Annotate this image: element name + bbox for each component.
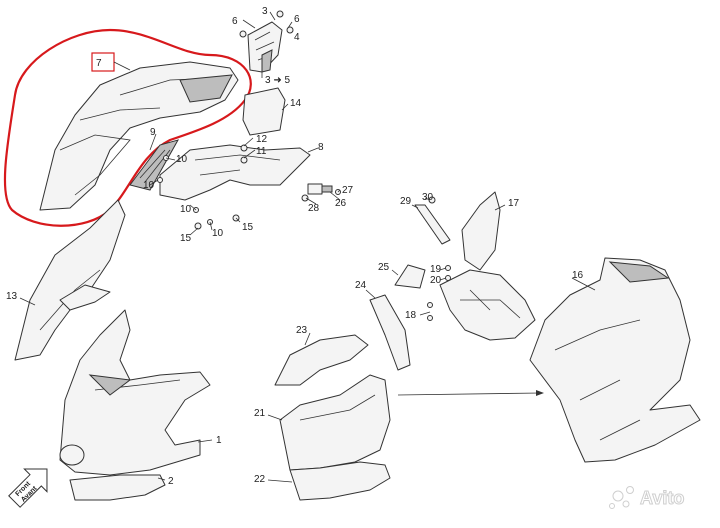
- avito-watermark: Avito: [609, 486, 685, 509]
- part-13-side-panel[interactable]: [14, 199, 126, 361]
- callout-28: 28: [308, 203, 320, 214]
- part-7-highlight-outline: [3, 28, 252, 227]
- fastener-11[interactable]: [240, 156, 248, 164]
- callout-10a: 10: [176, 154, 188, 165]
- fastener-6a[interactable]: [276, 10, 284, 18]
- fastener-10b[interactable]: [157, 177, 163, 183]
- fastener-20[interactable]: [445, 275, 451, 281]
- callout-18: 18: [405, 310, 417, 321]
- part-14-panel[interactable]: [242, 87, 286, 136]
- fastener-28[interactable]: [301, 194, 309, 202]
- callout-17: 17: [508, 198, 520, 209]
- callout-7: 7: [96, 58, 102, 69]
- callout-8: 8: [318, 142, 324, 153]
- callout-10b: 10: [143, 180, 155, 191]
- front-direction-badge: Front Avant: [8, 468, 48, 508]
- watermark-text: Avito: [640, 488, 684, 508]
- part-1-front-fairing[interactable]: [59, 309, 211, 476]
- callout-3: 3: [262, 6, 268, 17]
- part-16-nose-cone[interactable]: [529, 257, 701, 463]
- part-7-side-panel[interactable]: [39, 61, 239, 211]
- part-8-inner-bracket[interactable]: [159, 144, 311, 201]
- callout-labels: 7 6 3 6 4 3 ➜ 5 14 9 12 11 8 10 10 10 10…: [6, 6, 584, 487]
- callout-19: 19: [430, 264, 442, 275]
- callout-1: 1: [216, 435, 222, 446]
- fastener-18a[interactable]: [427, 302, 433, 308]
- callout-23: 23: [296, 325, 308, 336]
- callout-30: 30: [422, 192, 434, 203]
- leader-lines: [19, 11, 596, 483]
- part-18-frame-bracket[interactable]: [439, 269, 536, 341]
- fastener-12[interactable]: [240, 144, 248, 152]
- fastener-6b[interactable]: [239, 30, 247, 38]
- part-25-clip[interactable]: [394, 264, 426, 289]
- callout-4: 4: [294, 32, 300, 43]
- callout-20: 20: [430, 275, 442, 286]
- part-23-upper-panel[interactable]: [274, 334, 369, 386]
- callout-21: 21: [254, 408, 266, 419]
- fastener-15a[interactable]: [194, 222, 202, 230]
- part-29-strap[interactable]: [414, 204, 451, 245]
- callout-10d: 10: [212, 228, 224, 239]
- part-24-trim-strip[interactable]: [369, 294, 411, 371]
- fastener-4[interactable]: [286, 26, 294, 34]
- callout-13: 13: [6, 291, 18, 302]
- part-17-mount-plate[interactable]: [461, 191, 501, 271]
- callout-3-5: 3 ➜ 5: [265, 75, 290, 86]
- part-22-lower-panel[interactable]: [289, 461, 391, 501]
- callout-6a: 6: [232, 16, 238, 27]
- callout-22: 22: [254, 474, 266, 485]
- callout-15b: 15: [242, 222, 254, 233]
- part-26-connector[interactable]: [307, 183, 333, 195]
- fastener-19[interactable]: [445, 265, 451, 271]
- callout-6b: 6: [294, 14, 300, 25]
- callout-2: 2: [168, 476, 174, 487]
- callout-16: 16: [572, 270, 584, 281]
- callout-15a: 15: [180, 233, 192, 244]
- callout-24: 24: [355, 280, 367, 291]
- part-21-mid-panel[interactable]: [279, 374, 391, 471]
- callout-27: 27: [342, 185, 354, 196]
- callout-9: 9: [150, 127, 156, 138]
- callout-14: 14: [290, 98, 302, 109]
- part-3-headlight-bracket[interactable]: [247, 21, 283, 73]
- callout-12: 12: [256, 134, 268, 145]
- callout-11: 11: [256, 146, 267, 157]
- fastener-18b[interactable]: [427, 315, 433, 321]
- callout-10c: 10: [180, 204, 192, 215]
- callout-29: 29: [400, 196, 412, 207]
- part-2-lower-lip[interactable]: [69, 474, 166, 501]
- callout-25: 25: [378, 262, 390, 273]
- callout-26: 26: [335, 198, 347, 209]
